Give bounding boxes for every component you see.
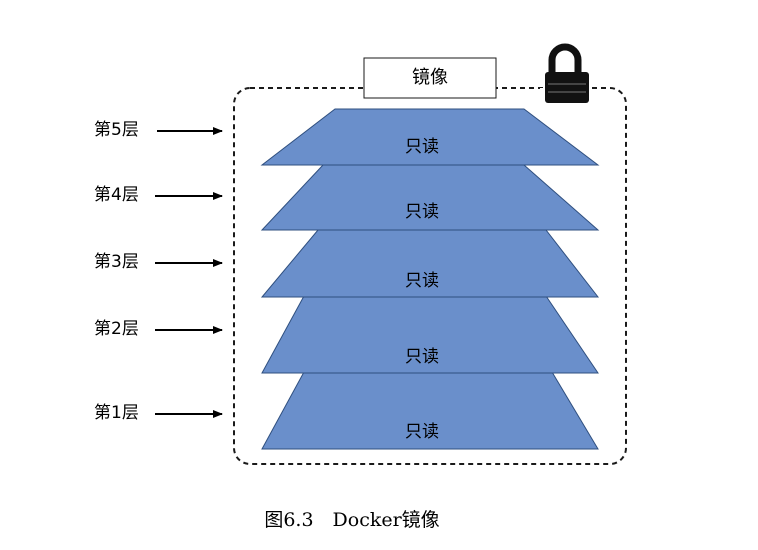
layer-3-text: 只读 xyxy=(405,271,439,291)
layer-5-text: 只读 xyxy=(405,137,439,157)
layer-2-text: 只读 xyxy=(405,347,439,367)
image-title-box: 镜像 xyxy=(363,57,497,99)
layer-4-text: 只读 xyxy=(405,202,439,222)
figure-caption: 图6.3 Docker镜像 xyxy=(264,509,439,531)
layer-5-side-label: 第5层 xyxy=(94,120,139,140)
lock-icon xyxy=(540,43,589,106)
layer-5-shape xyxy=(260,108,600,166)
layer-4-side-label: 第4层 xyxy=(94,185,139,205)
layer-1-text: 只读 xyxy=(405,422,439,442)
layer-1-side-label: 第1层 xyxy=(94,403,139,423)
layer-3-side-label: 第3层 xyxy=(94,252,139,272)
layer-2-side-label: 第2层 xyxy=(94,319,139,339)
image-title-label: 镜像 xyxy=(412,67,448,88)
